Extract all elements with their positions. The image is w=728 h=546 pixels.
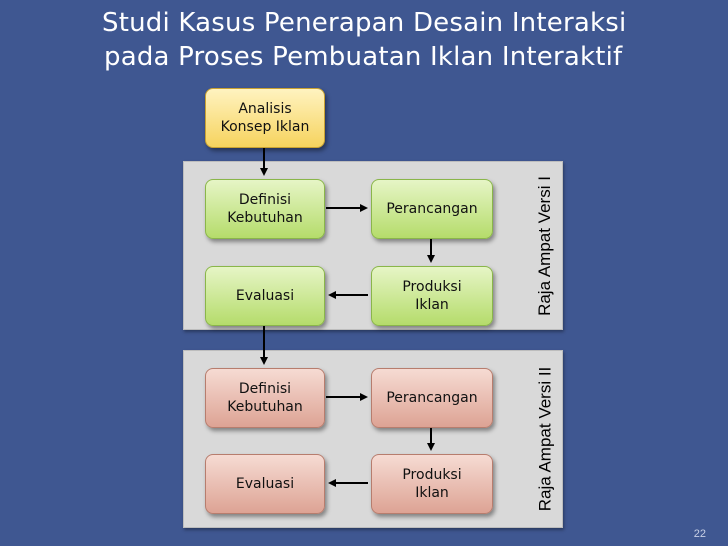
title-line-1: Studi Kasus Penerapan Desain Interaksi: [102, 8, 627, 38]
evaluasi-box-v2: Evaluasi: [205, 454, 325, 514]
analisis-konsep-iklan-box: Analisis Konsep Iklan: [205, 88, 325, 148]
page-number: 22: [693, 528, 706, 540]
evaluasi-box-v1: Evaluasi: [205, 266, 325, 326]
perancangan-box-v2: Perancangan: [371, 368, 493, 428]
slide-title: Studi Kasus Penerapan Desain Interaksi p…: [102, 6, 662, 74]
title-line-2: pada Proses Pembuatan Iklan Interaktif: [104, 42, 623, 72]
perancangan-box-v1: Perancangan: [371, 179, 493, 239]
panel-label-version-1: Raja Ampat Versi I: [535, 175, 554, 316]
panel-label-version-2: Raja Ampat Versi II: [535, 366, 555, 512]
